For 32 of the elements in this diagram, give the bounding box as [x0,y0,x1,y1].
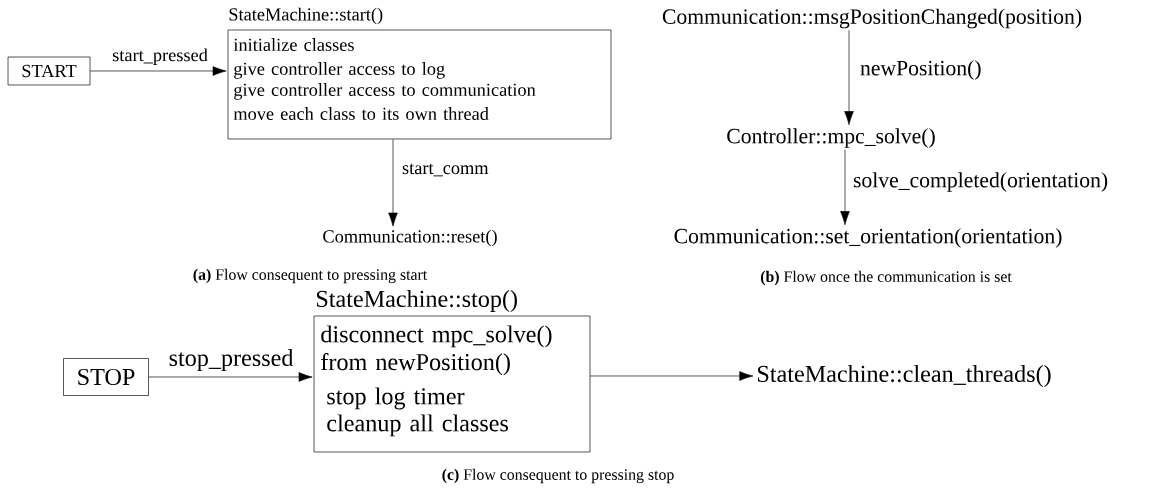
box-heading: StateMachine::start() [229,7,383,25]
list-item: initialize classes [233,38,354,51]
caption: (a) Flow consequent to pressing start [193,268,428,284]
list-item: stop log timer [327,387,465,410]
function-label: Communication::set_orientation(orientation) [674,228,1062,248]
arrow [844,30,854,125]
edge-label: start_comm [400,162,491,178]
process-box [313,290,591,453]
edge-label: start_pressed [110,46,210,67]
function-label: Communication::reset() [323,229,497,247]
edge-label: solve_completed(orientation) [851,170,1110,194]
state-box: START [7,56,91,86]
process-box [227,7,612,140]
edge-label: newPosition() [858,58,984,82]
function-label: Communication::msgPositionChanged(position) [662,8,1082,29]
arrow [148,372,313,382]
caption: (c) Flow consequent to pressing stop [442,468,674,484]
list-item: move each class to its own thread [233,107,489,120]
arrow [840,149,850,225]
arrow [90,66,227,76]
box-heading: StateMachine::stop() [316,290,517,312]
arrow [388,139,398,227]
arrow [590,371,754,381]
list-item: disconnect mpc_solve() from newPosition() [321,325,552,376]
list-item: give controller access to log [234,62,445,79]
edge-label: stop_pressed [166,347,296,373]
function-label: StateMachine::clean_threads() [758,365,1051,387]
list-item: give controller access to communication [234,83,536,100]
state-box: STOP [63,358,149,396]
function-label: Controller::mpc_solve() [727,128,935,148]
caption: (b) Flow once the communication is set [760,270,1012,286]
list-item: cleanup all classes [327,414,508,437]
